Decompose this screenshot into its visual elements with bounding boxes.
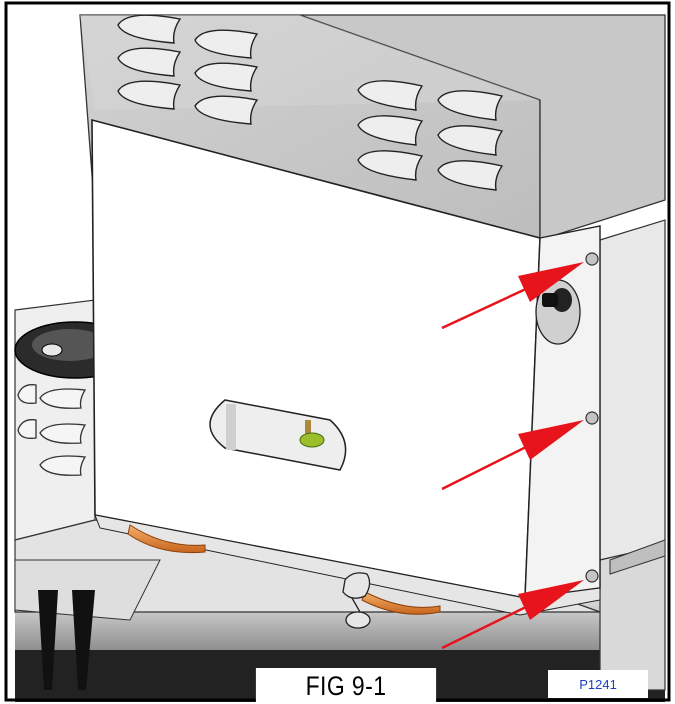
red-arrow-icon (441, 262, 584, 330)
figure-caption: FIG 9-1 (255, 668, 437, 704)
part-number-label: P1241 (548, 670, 648, 698)
left-vent-slots (17, 384, 87, 476)
side-cutout (535, 279, 581, 345)
screws (585, 252, 599, 583)
screw-icon (585, 569, 599, 583)
screw-icon (585, 252, 599, 266)
screw-icon (585, 411, 599, 425)
orange-handles (127, 524, 441, 615)
right-cabinet (599, 219, 666, 691)
callout-arrows (441, 262, 584, 650)
hinge-clamp (342, 572, 371, 629)
front-slot-window (209, 399, 347, 471)
red-arrow-icon (441, 580, 584, 650)
red-arrow-icon (441, 420, 584, 491)
hood-vent-slots (117, 14, 504, 191)
